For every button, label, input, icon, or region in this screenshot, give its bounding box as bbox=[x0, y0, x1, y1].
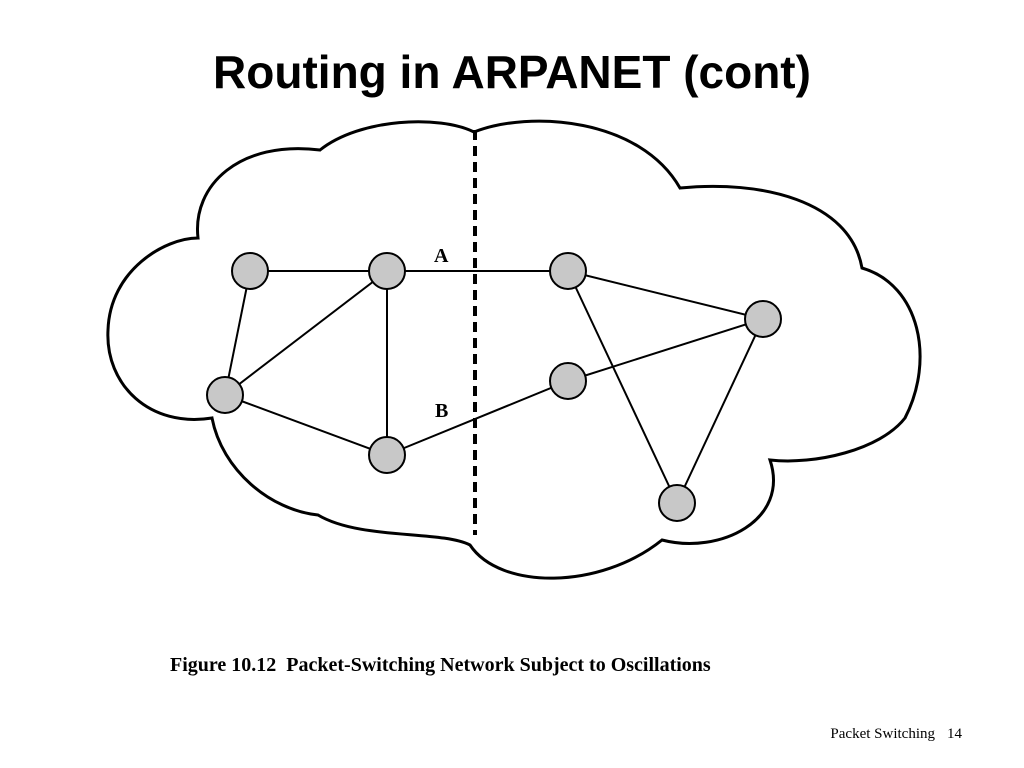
edges bbox=[224, 270, 764, 504]
edge-b-n4-n7 bbox=[386, 380, 569, 456]
figure-caption: Figure 10.12 Packet-Switching Network Su… bbox=[170, 654, 711, 676]
edge-n7-n8 bbox=[567, 318, 764, 382]
slide-footer: Packet Switching 14 bbox=[830, 724, 962, 744]
node bbox=[368, 436, 406, 474]
link-label-a: A bbox=[434, 245, 449, 267]
node bbox=[549, 362, 587, 400]
edge-n8-n9 bbox=[676, 318, 764, 504]
edge-n3-n4 bbox=[224, 394, 388, 456]
page-number: 14 bbox=[947, 726, 962, 742]
node bbox=[368, 252, 406, 290]
link-label-b: B bbox=[435, 400, 448, 422]
node bbox=[744, 300, 782, 338]
nodes bbox=[206, 252, 782, 522]
footer-text: Packet Switching bbox=[830, 726, 935, 742]
edge-n2-n3 bbox=[224, 270, 388, 396]
edge-n5-n8 bbox=[567, 270, 764, 320]
node bbox=[658, 484, 696, 522]
edge-n1-n3 bbox=[224, 270, 251, 396]
node bbox=[206, 376, 244, 414]
network-cloud bbox=[106, 119, 922, 580]
edge-n5-n9 bbox=[567, 270, 678, 504]
node bbox=[231, 252, 269, 290]
node bbox=[549, 252, 587, 290]
slide-title: Routing in ARPANET (cont) bbox=[213, 46, 811, 98]
